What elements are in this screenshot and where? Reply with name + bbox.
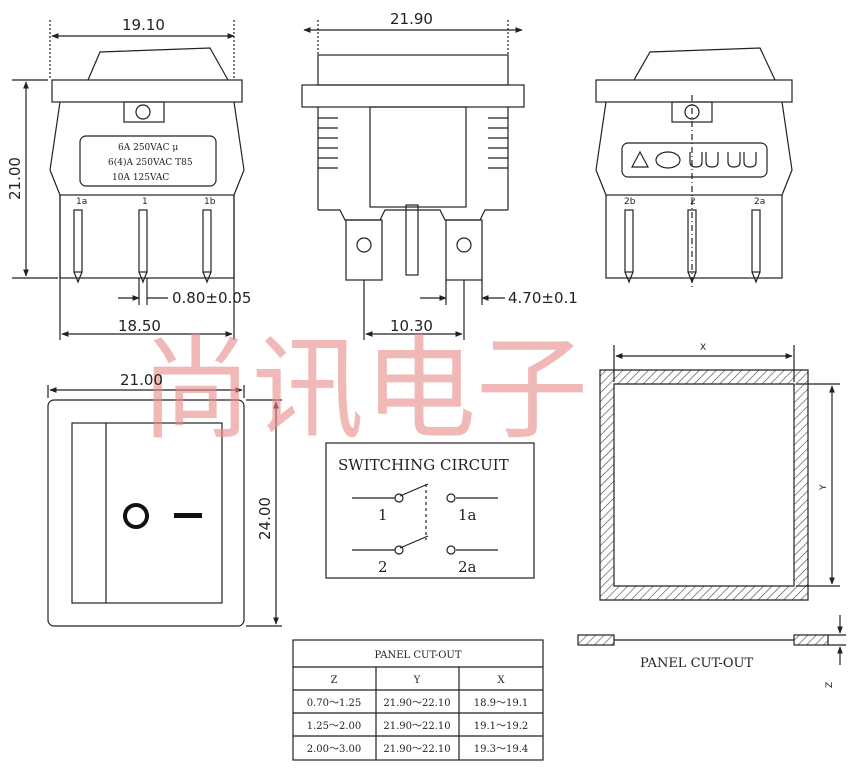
pin-label-1a: 1a <box>76 197 87 207</box>
cutout-table-grid <box>292 639 544 761</box>
circuit-label-1: 1 <box>378 506 388 524</box>
dim-height: 21.00 <box>6 157 24 200</box>
approval-marks <box>631 150 757 169</box>
dim-pin-width: 0.80±0.05 <box>172 289 251 307</box>
table-cell: 2.00～3.00 <box>307 744 362 755</box>
table-cell: 0.70～1.25 <box>307 698 362 709</box>
side-view-right <box>595 47 793 290</box>
pin-label-2: 2 <box>690 197 696 207</box>
on-symbol <box>174 513 202 518</box>
label-line-2: 6(4)A 250VAC T85 <box>108 157 193 168</box>
table-cell: 19.3～19.4 <box>474 744 529 755</box>
cutout-z-label: Z <box>825 682 835 688</box>
table-cell: 21.90～22.10 <box>383 698 450 709</box>
circuit-label-2: 2 <box>378 558 388 576</box>
cutout-y-label: Y <box>819 484 829 491</box>
cutout-caption: PANEL CUT-OUT <box>640 656 753 671</box>
dim-pin-span: 18.50 <box>118 317 161 335</box>
off-symbol <box>123 503 149 529</box>
dim-pin-spacing: 10.30 <box>390 317 433 335</box>
front-view <box>47 385 282 627</box>
table-cell: 1.25～2.00 <box>307 721 362 732</box>
side-view-left <box>12 20 245 340</box>
dim-front-height: 24.00 <box>256 497 274 540</box>
table-header-z: Z <box>331 675 338 686</box>
dim-front-width: 21.00 <box>120 371 163 389</box>
side-view-center <box>301 20 525 340</box>
pin-label-1: 1 <box>142 197 148 207</box>
pin-label-1b: 1b <box>204 197 216 207</box>
watermark: 尚讯电子 <box>140 325 588 455</box>
dim-top-width: 19.10 <box>122 16 165 34</box>
pin-label-2b: 2b <box>624 197 636 207</box>
table-cell: 21.90～22.10 <box>383 744 450 755</box>
table-cell: 18.9～19.1 <box>474 698 529 709</box>
table-cell: 19.1～19.2 <box>474 721 529 732</box>
circuit-label-1a: 1a <box>458 506 477 524</box>
table-title: PANEL CUT-OUT <box>374 650 461 661</box>
label-line-1: 6A 250VAC μ <box>118 143 178 153</box>
table-cell: 21.90～22.10 <box>383 721 450 732</box>
pin-label-2a: 2a <box>754 197 765 207</box>
switching-circuit <box>325 442 535 579</box>
dim-terminal-width: 4.70±0.1 <box>508 289 578 307</box>
dim-side-width: 21.90 <box>390 10 433 28</box>
table-header-y: Y <box>413 675 421 686</box>
circuit-title: SWITCHING CIRCUIT <box>338 456 509 474</box>
cutout-x-label: X <box>700 343 706 353</box>
label-line-3: 10A 125VAC <box>112 173 169 183</box>
circuit-label-2a: 2a <box>458 558 477 576</box>
table-header-x: X <box>497 675 505 686</box>
panel-cutout <box>577 345 846 665</box>
